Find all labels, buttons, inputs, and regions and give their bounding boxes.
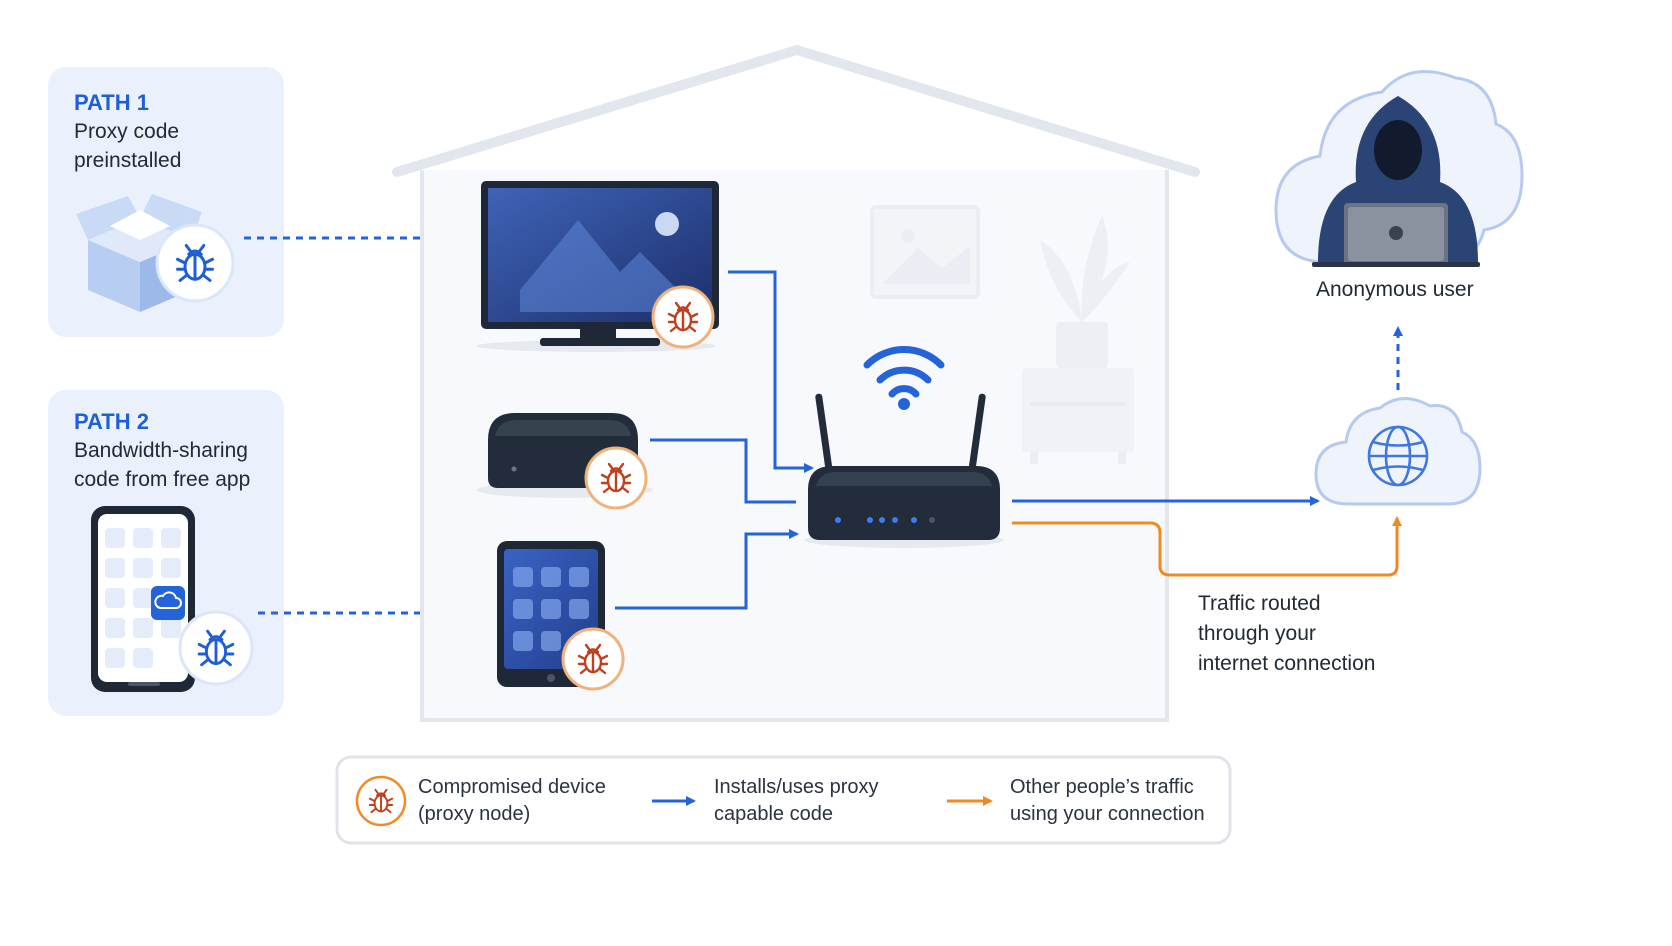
path1-description-line: Proxy code: [74, 120, 180, 143]
path1-description-line: preinstalled: [74, 149, 182, 172]
hooded-hacker-icon: [1312, 96, 1480, 267]
wifi-dot: [898, 398, 910, 410]
path2-title: PATH 2: [74, 409, 149, 434]
legend-box: [335, 755, 1232, 845]
router-icon: [804, 393, 1004, 548]
box-to-router-line: [650, 438, 796, 504]
legend-item-installs: Installs/uses proxy capable code: [714, 774, 879, 828]
background-decor: [870, 205, 1134, 464]
anonymous-user-label: Anonymous user: [1316, 278, 1474, 301]
traffic-caption-line: internet connection: [1198, 652, 1376, 675]
internet-cloud: [1314, 397, 1482, 506]
legend-line: (proxy node): [418, 803, 531, 825]
tablet-to-router-line: [615, 529, 799, 610]
path2-description-line: code from free app: [74, 468, 251, 491]
other-traffic-line: [1012, 516, 1402, 577]
traffic-caption: Traffic routed through your internet con…: [1198, 589, 1375, 679]
legend-line: capable code: [714, 803, 833, 825]
legend-item-other-traffic: Other people’s traffic using your connec…: [1010, 774, 1205, 828]
legend-line: Other people’s traffic: [1010, 776, 1194, 798]
path2-description-line: Bandwidth-sharing: [74, 439, 248, 462]
legend-line: using your connection: [1010, 803, 1205, 825]
legend-line: Installs/uses proxy: [714, 776, 879, 798]
globe-icon: [1367, 425, 1429, 487]
path1-title: PATH 1: [74, 90, 149, 115]
wifi-icon: [863, 346, 945, 398]
path2-description: Bandwidth-sharing code from free app: [74, 436, 250, 494]
legend-item-compromised: Compromised device (proxy node): [418, 774, 606, 828]
legend-line: Compromised device: [418, 776, 606, 798]
traffic-caption-line: through your: [1198, 622, 1316, 645]
tv-to-router-line: [728, 270, 814, 473]
path1-description: Proxy code preinstalled: [74, 117, 181, 175]
phone-icon: [91, 506, 195, 692]
traffic-caption-line: Traffic routed: [1198, 592, 1321, 615]
